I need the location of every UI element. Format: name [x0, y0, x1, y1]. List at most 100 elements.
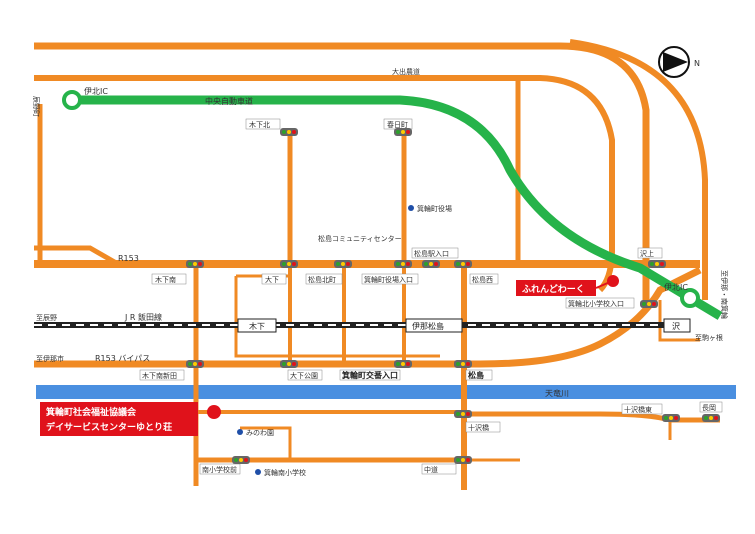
int-kinoshita-minami2: 木下南新田 — [142, 371, 177, 380]
railway-label: J R 飯田線 — [124, 312, 162, 322]
int-box-12 — [339, 369, 401, 381]
signal-icon — [454, 360, 472, 368]
destination-line1: 箕輪町社会福祉協議会 — [45, 406, 137, 418]
destination-line2: デイサービスセンターゆとり荘 — [46, 421, 172, 433]
int-haruchika: 十沢橋東 — [624, 405, 652, 414]
int-sawa: 沢上 — [640, 249, 654, 258]
friend-work-label: ふれんどわーく — [522, 283, 585, 295]
int-right-small: 長岡 — [702, 404, 716, 412]
signal-icon — [394, 128, 412, 136]
signal-icon — [394, 360, 412, 368]
station-inamatsushima: 伊那松島 — [412, 321, 444, 331]
int-sawa-school: 箕輪北小学校入口 — [568, 299, 624, 308]
road-bypass-label: R153 バイパス — [95, 354, 150, 363]
signal-icon — [640, 300, 658, 308]
signal-icon — [280, 128, 298, 136]
int-box-11 — [287, 369, 323, 381]
int-box-19 — [699, 401, 723, 413]
railway-right-label: 至駒ヶ根 — [695, 333, 723, 342]
int-box-10 — [139, 369, 185, 381]
int-box-1 — [245, 118, 281, 130]
road-v10 — [234, 276, 440, 358]
friend-work-marker-icon — [607, 275, 619, 287]
compass-arrow-icon — [663, 52, 688, 72]
ic-west-label: 伊北IC — [84, 86, 108, 96]
signal-icon — [280, 260, 298, 268]
left-edge-bottom-label: 至伊那市 — [36, 354, 64, 363]
town-office-marker-icon — [408, 205, 414, 211]
destination-box — [40, 402, 198, 436]
left-edge-top-label: 辰野町 — [32, 96, 40, 117]
compass: N — [658, 46, 700, 78]
station-sawa: 沢 — [672, 322, 680, 331]
int-kasugacho: 春日町 — [387, 120, 408, 129]
school-label: 箕輪南小学校 — [264, 468, 306, 477]
road-top-inner — [34, 75, 615, 293]
river-label: 天竜川 — [545, 388, 569, 398]
signal-icon — [454, 456, 472, 464]
int-kinoshita-minami: 木下南 — [155, 275, 176, 284]
int-matsushima-s: 松島 — [468, 370, 484, 380]
ic-east-icon — [680, 288, 700, 308]
river — [36, 385, 736, 399]
miwaen-label: みのわ園 — [246, 429, 274, 437]
int-box-15 — [199, 463, 241, 475]
signal-icon — [702, 414, 720, 422]
signal-icon — [394, 260, 412, 268]
signal-icon — [454, 260, 472, 268]
int-box-6 — [361, 273, 419, 285]
int-box-8 — [469, 273, 499, 285]
station-sawa-box — [663, 318, 691, 333]
road-lower-d — [240, 426, 292, 460]
signal-icon — [648, 260, 666, 268]
int-box-7 — [411, 247, 459, 259]
road-v12 — [658, 300, 700, 342]
road-lower-c — [464, 411, 720, 423]
int-kimino: 大下 — [265, 275, 279, 284]
int-box-9 — [637, 247, 663, 259]
int-box-13 — [465, 369, 493, 381]
signal-icon — [334, 260, 352, 268]
int-matsushima-station: 松島駅入口 — [414, 249, 449, 258]
signal-icon — [186, 360, 204, 368]
signal-icon — [422, 260, 440, 268]
signal-icon — [186, 260, 204, 268]
signal-icon — [454, 410, 472, 418]
signal-icon — [232, 456, 250, 464]
road-r153-left — [34, 245, 120, 267]
int-box-16 — [565, 297, 635, 309]
road-top-outer — [34, 42, 650, 300]
road-right-arc — [569, 39, 708, 300]
int-box-14 — [465, 421, 501, 433]
int-box-5 — [305, 273, 343, 285]
school-marker-icon — [255, 469, 261, 475]
railway-left-label: 至辰野 — [36, 314, 57, 322]
int-minowa-koryu: 箕輪町交番入口 — [342, 370, 398, 380]
station-inamatsushima-box — [405, 318, 463, 333]
miwaen-marker-icon — [237, 429, 243, 435]
signal-icon — [662, 414, 680, 422]
expressway-label: 中央自動車道 — [205, 96, 253, 106]
town-office-label: 箕輪町役場 — [417, 204, 452, 213]
right-edge-label: 至伊那・南箕輪 — [720, 270, 729, 319]
ic-east-label: 伊北IC — [664, 282, 688, 292]
intersection-labels: 木下北 春日町 木下南 大下 松島北町 箕輪町役場入口 松島駅入口 松島西 沢上… — [139, 118, 723, 475]
friend-work-box — [516, 280, 596, 296]
expressway — [72, 95, 723, 320]
destination-marker-icon — [207, 405, 221, 419]
int-kinoshita-kita: 木下北 — [249, 120, 270, 129]
road-top-label: 大出農道 — [392, 67, 420, 76]
int-kashio: 中道 — [424, 465, 438, 474]
traffic-signals — [186, 128, 720, 464]
int-okido: 大下公園 — [290, 371, 318, 380]
int-box-17 — [621, 403, 663, 415]
signal-icon — [280, 360, 298, 368]
compass-letter: N — [694, 59, 700, 68]
station-kinoshita: 木下 — [249, 321, 265, 331]
ic-west-icon — [62, 90, 82, 110]
int-sakai: 十沢橋 — [468, 423, 489, 432]
int-matsushima-kita: 松島北町 — [308, 275, 336, 284]
int-box-3 — [151, 273, 187, 285]
